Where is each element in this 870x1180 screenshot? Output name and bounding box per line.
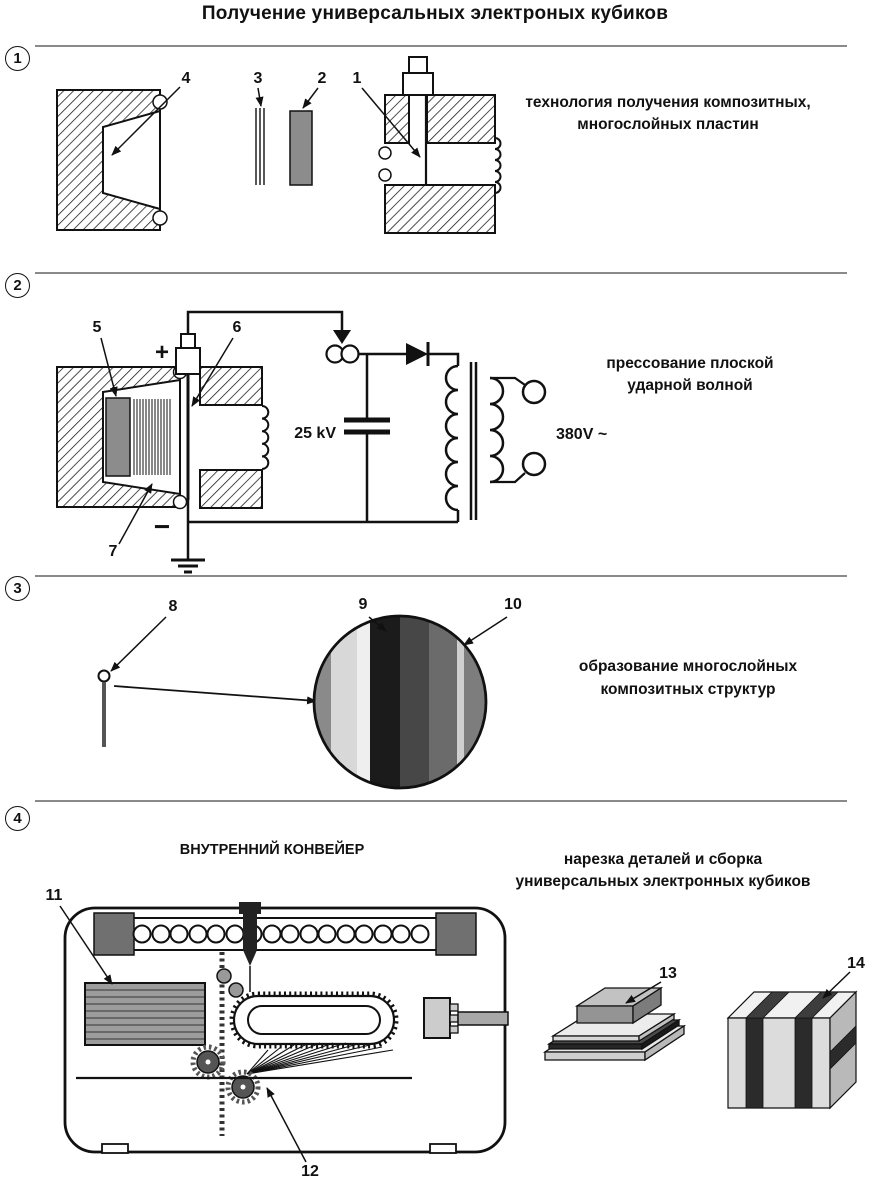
cutting-head: [239, 902, 261, 992]
base-plate: [105, 397, 131, 477]
section-3-caption-line1: образование многослойных: [579, 658, 798, 675]
leader-lines: [59, 905, 851, 1163]
section-divider-3: [35, 575, 847, 577]
capacitor-voltage-value: 25 kV: [294, 425, 336, 442]
sample-rod: [97, 669, 111, 747]
supply-terminal-bottom: [521, 451, 547, 477]
leader-lines: [100, 337, 234, 545]
section-2-figure: 5 6 7 + − 25 kV 380V ~ прессование плоск…: [56, 310, 774, 574]
plate-stack: [84, 982, 206, 1046]
section-1-number: 1: [13, 50, 22, 67]
section-divider-1: [35, 45, 847, 47]
label-6: 6: [233, 319, 242, 336]
press-spring: [261, 405, 270, 470]
section-4-marker: 4: [5, 806, 30, 831]
multilayer-stack: [133, 399, 171, 475]
transformer-primary-coil: [444, 364, 459, 512]
label-11: 11: [46, 887, 63, 904]
roller-small-2: [228, 982, 244, 998]
label-13: 13: [659, 965, 677, 982]
stacked-plates-product: [542, 986, 687, 1062]
magnify-arrow: [113, 685, 317, 705]
section-4-caption-line2: универсальных электронных кубиков: [516, 873, 811, 890]
label-3: 3: [254, 70, 263, 87]
output-connector: [423, 997, 509, 1039]
label-5: 5: [93, 319, 102, 336]
label-9: 9: [359, 596, 368, 613]
electronic-cube-product: [726, 990, 858, 1110]
label-2: 2: [318, 70, 327, 87]
conveyor-subcaption: ВНУТРЕННИЙ КОНВЕЙЕР: [180, 840, 365, 858]
conveyor-machine: [63, 902, 509, 1154]
transformer-secondary-coil: [489, 376, 505, 484]
spark-gap-right: [340, 344, 360, 364]
label-7: 7: [109, 543, 118, 560]
section-3-figure: 8 9 10 образование многослойных композит…: [97, 596, 798, 790]
section-3-number: 3: [13, 580, 22, 597]
gear-2: [225, 1069, 261, 1105]
section-1-figure: 4 3 2 1 технология получения композитных…: [56, 56, 811, 234]
roller-small-1: [216, 968, 232, 984]
section-3-marker: 3: [5, 576, 30, 601]
section-1-caption-line1: технология получения композитных,: [525, 94, 810, 111]
label-10: 10: [504, 596, 522, 613]
minus-sign: −: [154, 511, 170, 542]
label-14: 14: [847, 955, 865, 972]
conveyor-chain: [93, 912, 477, 956]
section-1-marker: 1: [5, 46, 30, 71]
label-12: 12: [301, 1163, 319, 1180]
section-2-marker: 2: [5, 273, 30, 298]
ground-symbol: [171, 558, 205, 574]
composite-plate: [289, 110, 313, 186]
section-4-figure: ВНУТРЕННИЙ КОНВЕЙЕР нарезка деталей и сб…: [46, 840, 865, 1180]
label-1: 1: [353, 70, 362, 87]
section-1-caption-line2: многослойных пластин: [577, 116, 759, 133]
page-title: Получение универсальных электроных кубик…: [201, 3, 669, 24]
supply-terminal-top: [521, 379, 547, 405]
cut-strip-fan: [246, 1042, 394, 1075]
section-divider-4: [35, 800, 847, 802]
press-die: [56, 333, 270, 510]
leader-lines: [110, 616, 508, 672]
trigger-electrode-icon: [333, 330, 351, 344]
section-3-caption-line2: композитных структур: [601, 681, 776, 698]
layer-stripes: [314, 616, 486, 788]
magnified-structure: [312, 614, 488, 790]
section-4-caption-line1: нарезка деталей и сборка: [564, 851, 763, 868]
chain-loop: [229, 991, 399, 1049]
diode-icon: [406, 343, 428, 365]
discharge-circuit: [171, 310, 547, 574]
leader-lines: [111, 86, 421, 158]
label-8: 8: [169, 598, 178, 615]
thin-foil-plates: [255, 108, 265, 185]
section-2-number: 2: [13, 277, 22, 294]
die-mold-left: [56, 89, 168, 231]
die-cavity: [102, 109, 161, 211]
plus-sign: +: [155, 339, 169, 366]
section-2-caption-line1: прессование плоской: [606, 355, 773, 372]
section-2-caption-line2: ударной волной: [627, 377, 752, 394]
section-4-number: 4: [13, 810, 22, 827]
electrode-plug-body: [402, 72, 434, 96]
press-spring: [494, 137, 502, 194]
die-assembly-right: [378, 56, 502, 234]
hv-plug-body: [175, 347, 201, 375]
supply-voltage-value: 380V ~: [556, 426, 607, 443]
electrode-plug-top: [408, 56, 428, 74]
hv-plug-top: [180, 333, 196, 349]
label-4: 4: [182, 70, 191, 87]
section-divider-2: [35, 272, 847, 274]
